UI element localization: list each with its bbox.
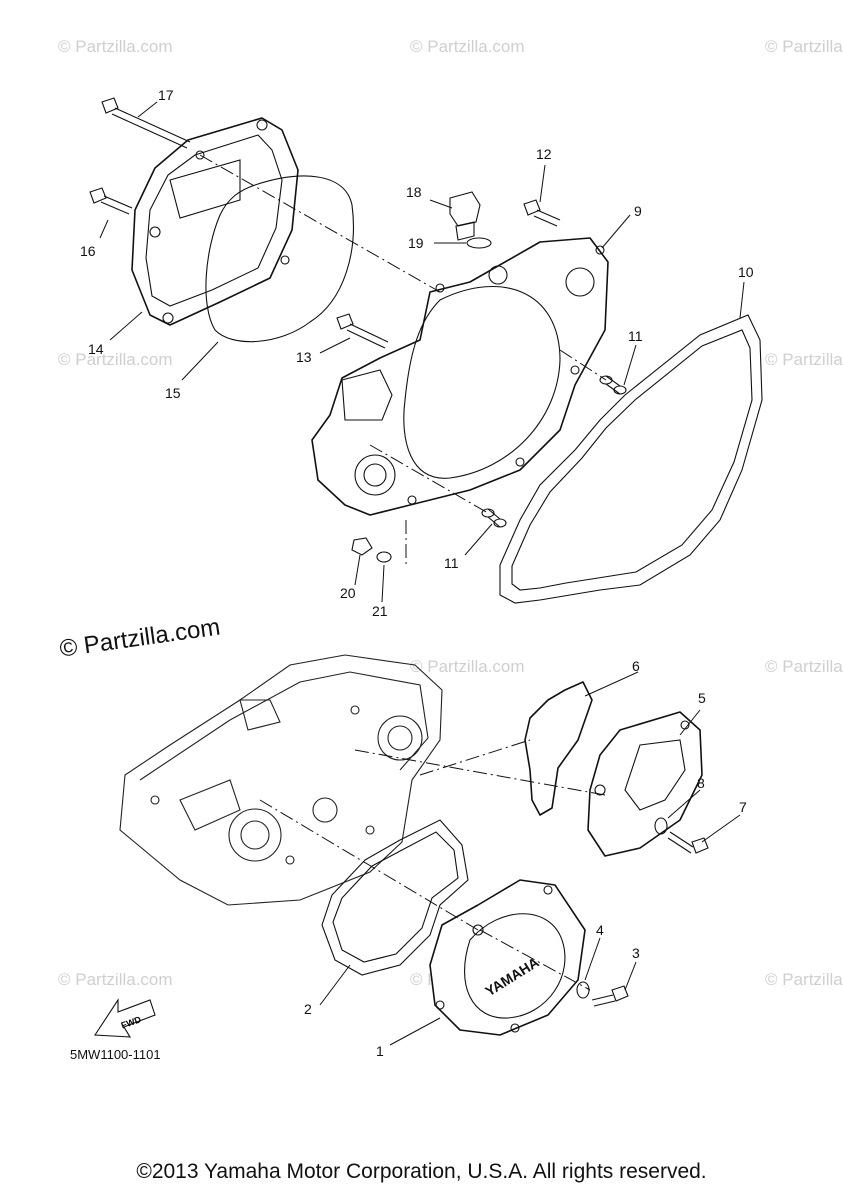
leader-lines [99,101,745,1046]
callout-11-lower: 11 [444,555,459,571]
sprocket-cover-5 [587,711,703,857]
watermark: © Partzilla.com [410,657,525,676]
gasket-2-inner [332,831,459,963]
callout-5: 5 [698,690,706,706]
cover-gasket-15 [205,175,354,343]
callout-16: 16 [80,243,96,259]
callout-3: 3 [632,945,640,961]
washer-4 [576,981,590,999]
watermark: © Partzilla.com [58,350,173,369]
callout-1: 1 [376,1043,384,1059]
callout-19: 19 [408,235,424,251]
bolt-16 [89,187,133,215]
gasket-10 [499,314,763,604]
alignment-line [479,929,591,991]
callout-13: 13 [296,349,312,365]
watermark: © Partzilla.com [765,37,843,56]
callout-11-upper: 11 [628,328,643,344]
watermark: © Partzilla.com [58,970,173,989]
callout-7: 7 [739,799,747,815]
bolt-7 [667,831,709,854]
bolt-12 [523,199,561,227]
callout-8: 8 [697,775,705,791]
crankcase-block [119,654,443,906]
alignment-line [354,749,606,796]
alignment-line [259,799,479,931]
outer-cover-14 [131,117,299,326]
callout-20: 20 [340,585,356,601]
callout-21: 21 [372,603,388,619]
alignment-line [419,739,531,776]
copyright-notice: ©2013 Yamaha Motor Corporation, U.S.A. A… [136,1160,707,1183]
callout-9: 9 [634,203,642,219]
watermark: © Partzilla.com [765,657,843,676]
crankcase-cover-9 [311,237,609,516]
callout-18: 18 [406,184,422,200]
callout-2: 2 [304,1001,312,1017]
alignment-line [559,349,607,381]
watermark: © Partzilla.com [765,350,843,369]
callout-14: 14 [88,341,104,357]
watermark: © Partzilla.com [410,37,525,56]
washer-21 [376,551,392,563]
generator-cover-1: YAMAHA [429,879,586,1036]
watermark: © Partzilla.com [765,970,843,989]
o-ring-19 [466,237,492,249]
guard-plate-6 [524,681,593,816]
callout-12: 12 [536,146,552,162]
callout-15: 15 [165,385,181,401]
alignment-line [199,154,441,293]
bolt-17 [101,97,191,149]
callout-10: 10 [738,264,754,280]
callout-labels: 17 16 14 15 13 18 19 12 9 10 11 11 20 21… [80,87,754,1059]
bolt-13 [336,313,389,349]
callout-17: 17 [158,87,174,103]
callout-4: 4 [596,922,604,938]
bolt-3 [591,985,629,1007]
diagram-code: 5MW1100-1101 [70,1047,161,1062]
gasket-2 [321,819,469,976]
washer-8 [654,817,668,835]
watermark: © Partzilla.com [58,37,173,56]
oil-filler-plug-18 [449,191,481,241]
dowel-pin-11a [599,375,627,395]
dowel-pin-11b [481,508,507,528]
drain-bolt-20 [351,537,373,556]
gasket-10-inner [511,329,753,591]
forward-arrow-icon: FWD [94,998,156,1038]
callout-6: 6 [632,658,640,674]
